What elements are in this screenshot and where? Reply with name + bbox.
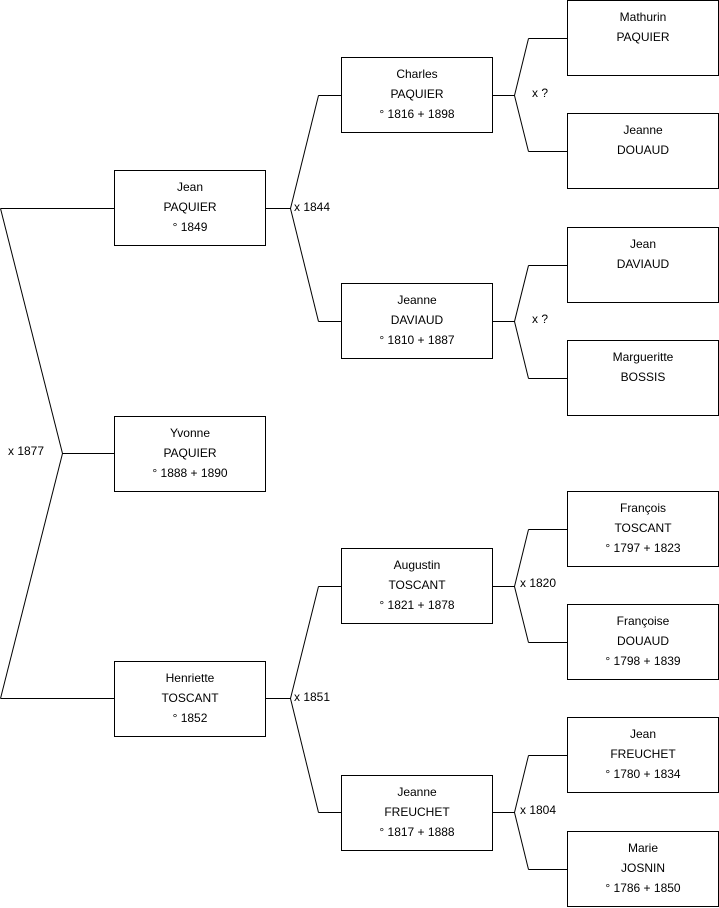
- first-name: Jeanne: [623, 123, 663, 137]
- person-box-henriette-toscant: Henriette TOSCANT ° 1852: [114, 661, 266, 737]
- first-name: Henriette: [165, 671, 215, 685]
- person-box-jeanne-daviaud: Jeanne DAVIAUD ° 1810 + 1887: [341, 283, 493, 359]
- person-box-jean-freuchet: Jean FREUCHET ° 1780 + 1834: [567, 717, 719, 793]
- last-name: BOSSIS: [620, 370, 666, 384]
- first-name: Françoise: [616, 614, 670, 628]
- person-box-jean-daviaud: Jean DAVIAUD: [567, 227, 719, 303]
- first-name: Augustin: [393, 558, 441, 572]
- jeanned-father-branch: [514, 265, 529, 322]
- life-dates: ° 1817 + 1888: [379, 825, 455, 839]
- person-box-margueritte-bossis: Margueritte BOSSIS: [567, 340, 719, 416]
- person-box-jeanne-douaud: Jeanne DOUAUD: [567, 113, 719, 189]
- first-name: Marie: [627, 841, 658, 855]
- augustin-father-branch: [514, 529, 529, 587]
- jeannef-father-branch: [514, 755, 529, 813]
- jeanp-mother-branch: [290, 208, 319, 322]
- last-name: DAVIAUD: [616, 257, 670, 271]
- life-dates: ° 1798 + 1839: [605, 654, 681, 668]
- last-name: JOSNIN: [620, 861, 665, 875]
- marriage-label-root: x 1877: [8, 444, 45, 458]
- life-dates: ° 1810 + 1887: [379, 333, 455, 347]
- jeannef-mother-branch: [514, 812, 529, 870]
- first-name: Margueritte: [612, 350, 674, 364]
- last-name: FREUCHET: [610, 747, 676, 761]
- jeanp-father-branch: [290, 95, 319, 209]
- first-name: Jean: [629, 237, 657, 251]
- person-box-mathurin-paquier: Mathurin PAQUIER: [567, 0, 719, 76]
- henriette-mother-branch: [290, 698, 319, 813]
- first-name: François: [619, 501, 666, 515]
- henriette-father-branch: [290, 586, 319, 699]
- last-name: DOUAUD: [616, 143, 669, 157]
- person-box-yvonne-paquier: Yvonne PAQUIER ° 1888 + 1890: [114, 416, 266, 492]
- jeanned-mother-branch: [514, 321, 529, 379]
- life-dates: ° 1852: [172, 711, 208, 725]
- life-dates: ° 1786 + 1850: [605, 881, 681, 895]
- last-name: TOSCANT: [388, 578, 446, 592]
- life-dates: ° 1821 + 1878: [379, 598, 455, 612]
- root-mother-branch: [0, 453, 63, 699]
- last-name: PAQUIER: [163, 200, 217, 214]
- first-name: Mathurin: [619, 10, 667, 24]
- first-name: Jeanne: [397, 785, 437, 799]
- life-dates: ° 1849: [172, 220, 208, 234]
- person-box-francoise-douaud: Françoise DOUAUD ° 1798 + 1839: [567, 604, 719, 680]
- marriage-label-jeanne-daviaud: x ?: [532, 312, 549, 326]
- marriage-label-toscant: x 1851: [294, 690, 331, 704]
- person-box-jeanne-freuchet: Jeanne FREUCHET ° 1817 + 1888: [341, 775, 493, 851]
- root-father-branch: [0, 208, 63, 454]
- marriage-label-jeanne-freuchet: x 1804: [520, 803, 557, 817]
- last-name: TOSCANT: [161, 691, 219, 705]
- person-box-charles-paquier: Charles PAQUIER ° 1816 + 1898: [341, 57, 493, 133]
- marriage-label-augustin: x 1820: [520, 576, 557, 590]
- last-name: PAQUIER: [163, 446, 217, 460]
- first-name: Yvonne: [169, 426, 211, 440]
- life-dates: ° 1780 + 1834: [605, 767, 681, 781]
- last-name: DAVIAUD: [390, 313, 444, 327]
- first-name: Jean: [176, 180, 204, 194]
- person-box-marie-josnin: Marie JOSNIN ° 1786 + 1850: [567, 831, 719, 907]
- last-name: PAQUIER: [390, 87, 444, 101]
- life-dates: ° 1797 + 1823: [605, 541, 681, 555]
- last-name: FREUCHET: [384, 805, 450, 819]
- first-name: Jeanne: [397, 293, 437, 307]
- life-dates: ° 1816 + 1898: [379, 107, 455, 121]
- life-dates: ° 1888 + 1890: [152, 466, 228, 480]
- charles-father-branch: [514, 38, 529, 96]
- last-name: DOUAUD: [616, 634, 669, 648]
- person-box-jean-paquier: Jean PAQUIER ° 1849: [114, 170, 266, 246]
- first-name: Jean: [629, 727, 657, 741]
- marriage-label-paquier: x 1844: [294, 200, 331, 214]
- first-name: Charles: [396, 67, 438, 81]
- last-name: TOSCANT: [614, 521, 672, 535]
- marriage-label-charles: x ?: [532, 86, 549, 100]
- charles-mother-branch: [514, 95, 529, 152]
- augustin-mother-branch: [514, 586, 529, 643]
- last-name: PAQUIER: [616, 30, 670, 44]
- person-box-francois-toscant: François TOSCANT ° 1797 + 1823: [567, 491, 719, 567]
- person-box-augustin-toscant: Augustin TOSCANT ° 1821 + 1878: [341, 548, 493, 624]
